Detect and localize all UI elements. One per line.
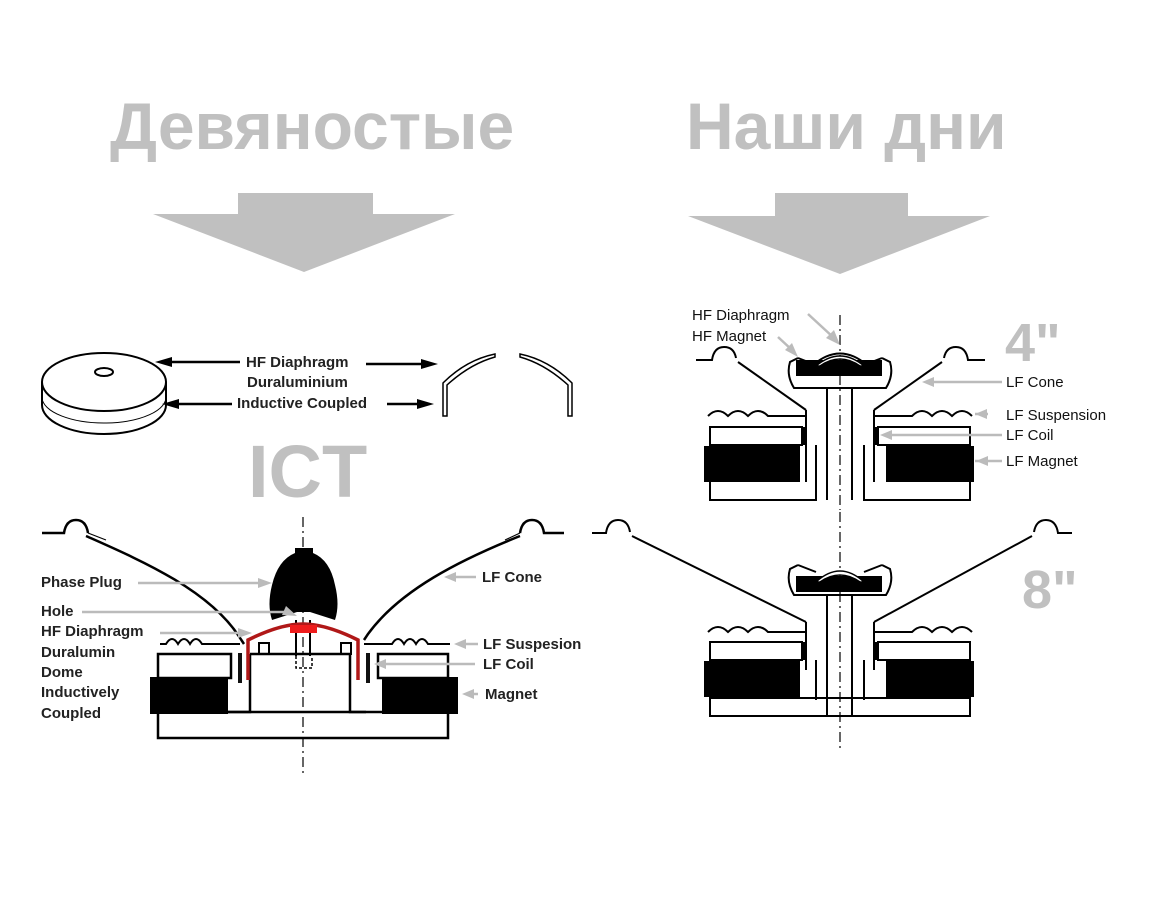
- ict-magnet-right: [382, 677, 458, 714]
- label-inductively: Inductively: [41, 684, 120, 701]
- hf-magnet-8in: [796, 576, 882, 592]
- label-hf-diaphragm: HF Diaphragm: [41, 623, 144, 640]
- ict-driver-diagram: [42, 517, 564, 775]
- ict-magnet-left: [150, 677, 228, 714]
- dome-cross-section: [442, 353, 573, 417]
- label-hf-diaphragm-top: HF Diaphragm: [246, 354, 349, 371]
- label-modern-hf-diaphragm: HF Diaphragm: [692, 307, 790, 324]
- label-lf-suspension: LF Suspesion: [483, 636, 582, 653]
- hf-dome-red: [246, 622, 360, 680]
- hf-diaphragm-disc-illustration: [41, 352, 167, 435]
- label-inductive-coupled: Inductive Coupled: [237, 395, 368, 412]
- driver-8in: [592, 512, 1072, 750]
- ict-lf-coil-right: [366, 653, 370, 683]
- label-coupled: Coupled: [41, 705, 101, 722]
- top-label-arrows: [155, 357, 438, 409]
- label-hole: Hole: [41, 603, 74, 620]
- lf-coil-4in-right: [873, 427, 877, 445]
- lf-coil-8in-right: [873, 642, 877, 660]
- label-modern-lf-magnet: LF Magnet: [1006, 453, 1078, 470]
- hf-dome-4in: [813, 355, 867, 367]
- label-modern-hf-magnet: HF Magnet: [692, 328, 767, 345]
- label-phase-plug: Phase Plug: [41, 574, 122, 591]
- lf-coil-8in-left: [803, 642, 807, 660]
- ict-lf-coil-left: [238, 653, 242, 683]
- label-duraluminium: Duraluminium: [247, 374, 348, 391]
- label-lf-cone: LF Cone: [482, 569, 542, 586]
- down-arrow-left: [153, 193, 455, 272]
- hf-dome-8in: [814, 570, 866, 583]
- hf-magnet-4in: [796, 360, 882, 376]
- label-duralumin: Duralumin: [41, 644, 116, 661]
- label-modern-lf-cone: LF Cone: [1006, 374, 1064, 391]
- label-lf-coil: LF Coil: [483, 656, 534, 673]
- down-arrow-right: [688, 193, 990, 274]
- phase-plug: [269, 548, 338, 620]
- title-nowadays: Наши дни: [686, 89, 1007, 163]
- label-modern-lf-suspension: LF Suspension: [1006, 407, 1107, 424]
- lf-magnet-4in-right: [886, 446, 974, 482]
- label-magnet: Magnet: [485, 686, 538, 703]
- size-8-inch: 8": [1022, 560, 1078, 620]
- title-nineties: Девяностые: [110, 89, 515, 163]
- lf-coil-4in-left: [803, 427, 807, 445]
- ict-callout-arrows: [82, 572, 478, 699]
- hole-red: [290, 625, 317, 633]
- label-modern-lf-coil: LF Coil: [1006, 427, 1054, 444]
- size-4-inch: 4": [1005, 313, 1061, 373]
- lf-magnet-8in-right: [886, 661, 974, 697]
- lf-magnet-4in-left: [704, 446, 800, 482]
- ict-label: ICT: [248, 430, 368, 513]
- lf-magnet-8in-left: [704, 661, 800, 697]
- modern-callout-arrows: [777, 313, 1002, 466]
- label-dome: Dome: [41, 664, 83, 681]
